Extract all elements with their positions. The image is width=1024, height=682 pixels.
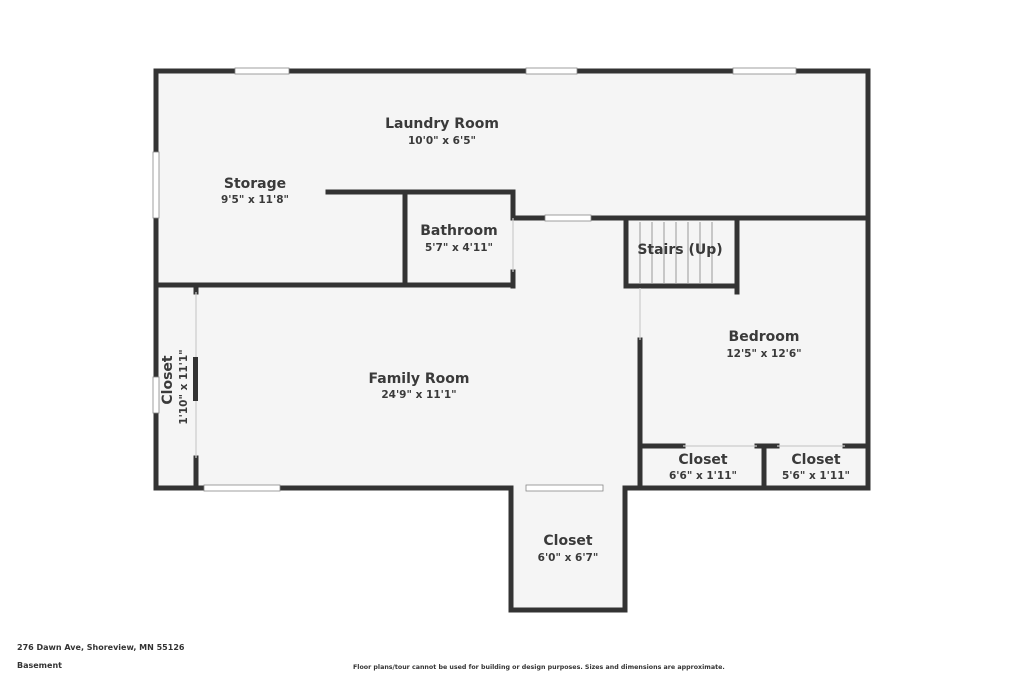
room-name-stairs: Stairs (Up) xyxy=(637,242,722,258)
window xyxy=(525,484,604,492)
window xyxy=(544,214,592,222)
room-dims-closet-br2: 5'6" x 1'11" xyxy=(782,470,850,482)
room-name-closet-left: Closet xyxy=(160,355,176,405)
room-name-bedroom: Bedroom xyxy=(729,329,800,345)
room-dims-bedroom: 12'5" x 12'6" xyxy=(726,348,801,360)
room-name-closet-bottom: Closet xyxy=(543,533,593,549)
window xyxy=(525,67,578,75)
walls xyxy=(153,68,871,613)
window xyxy=(152,151,160,219)
room-dims-family: 24'9" x 11'1" xyxy=(381,389,456,401)
room-labels: Laundry Room 10'0" x 6'5" Storage 9'5" x… xyxy=(160,116,850,564)
wall-stairs xyxy=(623,215,740,289)
room-dims-closet-br1: 6'6" x 1'11" xyxy=(669,470,737,482)
room-name-closet-br1: Closet xyxy=(678,452,728,468)
stair-treads xyxy=(639,222,713,284)
address-label: 276 Dawn Ave, Shoreview, MN 55126 xyxy=(17,643,185,652)
windows xyxy=(152,67,797,492)
room-name-storage: Storage xyxy=(224,176,286,192)
window xyxy=(234,67,290,75)
floor-level-label: Basement xyxy=(17,661,62,670)
window xyxy=(732,67,797,75)
window xyxy=(203,484,281,492)
room-dims-storage: 9'5" x 11'8" xyxy=(221,194,289,206)
room-dims-closet-left: 1'10" x 11'1" xyxy=(178,349,190,424)
room-name-laundry: Laundry Room xyxy=(385,116,499,132)
room-name-closet-br2: Closet xyxy=(791,452,841,468)
room-dims-laundry: 10'0" x 6'5" xyxy=(408,135,476,147)
closet-left-stub xyxy=(193,357,198,401)
room-dims-bathroom: 5'7" x 4'11" xyxy=(425,242,493,254)
room-name-bathroom: Bathroom xyxy=(420,223,498,239)
room-dims-closet-bottom: 6'0" x 6'7" xyxy=(538,552,599,564)
room-name-family: Family Room xyxy=(369,371,470,387)
disclaimer-text: Floor plans/tour cannot be used for buil… xyxy=(353,664,725,671)
window xyxy=(152,376,160,414)
